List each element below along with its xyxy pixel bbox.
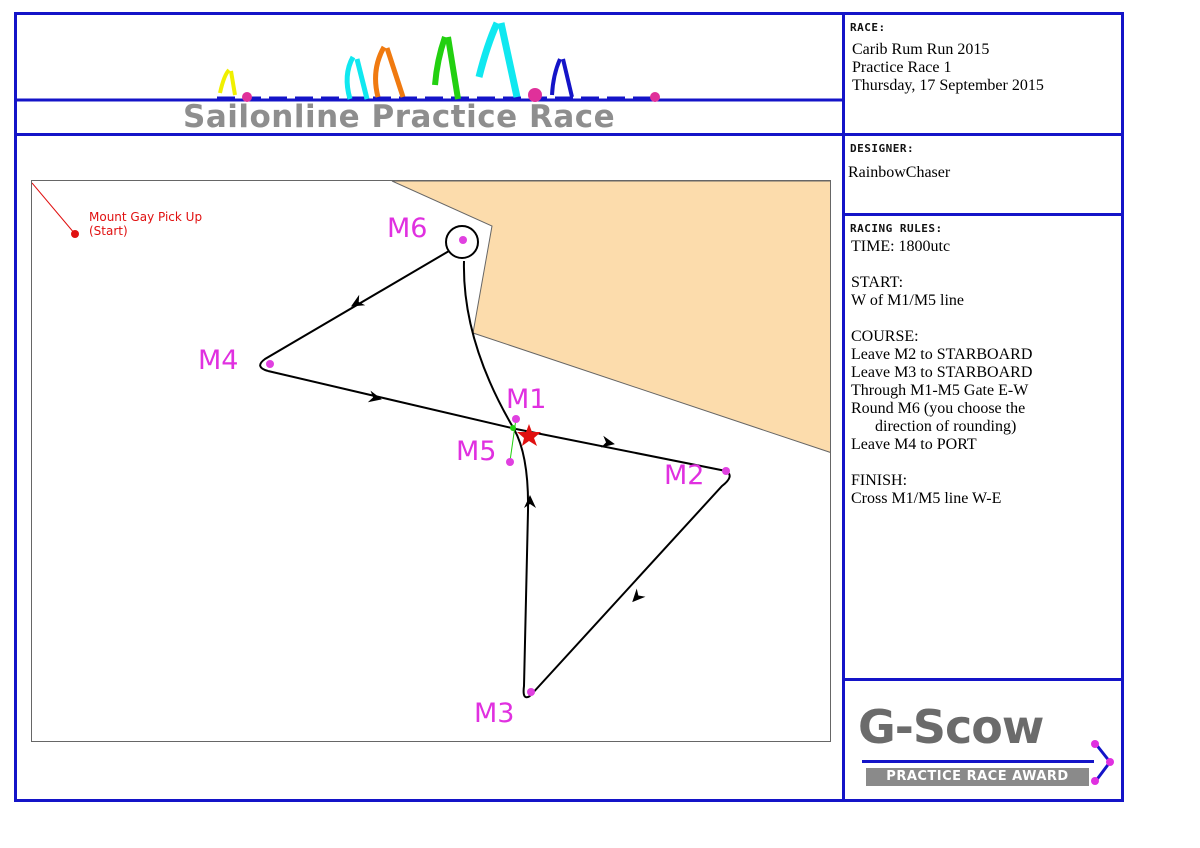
logo-underline [862, 760, 1094, 763]
course-map: Mount Gay Pick Up (Start) M6 M4 M1 M5 M2… [31, 180, 831, 742]
mark-label-m1: M1 [506, 384, 547, 415]
mark-m1-dot [512, 415, 520, 423]
start-point [71, 230, 79, 238]
rules-divider [842, 678, 1124, 681]
racing-rules-text: TIME: 1800utc START: W of M1/M5 line COU… [851, 238, 1033, 507]
course-map-graphic [32, 181, 830, 699]
mark-label-m6: M6 [387, 213, 428, 244]
logo-sail-graphic [1091, 740, 1114, 785]
course-leg-start-m2 [515, 428, 727, 472]
banner-divider [14, 133, 845, 136]
mark-m5-dot [506, 458, 514, 466]
mark-m2-dot [722, 467, 730, 475]
mark-label-m4: M4 [198, 345, 239, 376]
course-arrow [350, 294, 366, 307]
course-leg-m5-m6 [462, 260, 515, 430]
course-arrow [367, 390, 382, 403]
course-leg-m4-finish [267, 370, 517, 430]
banner-title: Sailonline Practice Race [183, 99, 616, 135]
sidebar-divider [842, 12, 845, 802]
banner: Sailonline Practice Race [17, 15, 842, 135]
gate-point [510, 425, 516, 431]
mark-label-m3: M3 [474, 698, 515, 729]
course-leg-m2-m3 [529, 470, 731, 697]
logo-subtitle: PRACTICE RACE AWARD [866, 768, 1089, 786]
start-label: Mount Gay Pick Up (Start) [89, 210, 202, 238]
course-arrow [524, 495, 536, 508]
course-leg-m6-m4 [259, 250, 450, 372]
designer-divider [842, 213, 1124, 216]
race-divider [842, 133, 1124, 136]
mark-label-m5: M5 [456, 436, 497, 467]
mark-m3-dot [527, 688, 535, 696]
mark-m6-dot [459, 236, 467, 244]
mark-label-m2: M2 [664, 460, 705, 491]
logo-title: G-Scow [858, 700, 1044, 754]
start-star-icon [517, 424, 541, 446]
race-info: Carib Rum Run 2015 Practice Race 1 Thurs… [852, 41, 1044, 94]
race-label: RACE: [850, 21, 886, 34]
racing-rules-label: RACING RULES: [850, 222, 943, 235]
start-label-line2: (Start) [89, 224, 128, 238]
start-label-line1: Mount Gay Pick Up [89, 210, 203, 224]
designer-name: RainbowChaser [848, 164, 951, 181]
course-leg-m3-m5 [513, 428, 531, 699]
page-frame [14, 12, 1124, 802]
course-arrow [632, 588, 646, 603]
sails-logo-graphic [17, 21, 842, 102]
mark-m4-dot [266, 360, 274, 368]
start-pointer-line [32, 182, 76, 235]
course-arrow [600, 435, 615, 448]
designer-label: DESIGNER: [850, 142, 915, 155]
land-area [391, 181, 830, 453]
